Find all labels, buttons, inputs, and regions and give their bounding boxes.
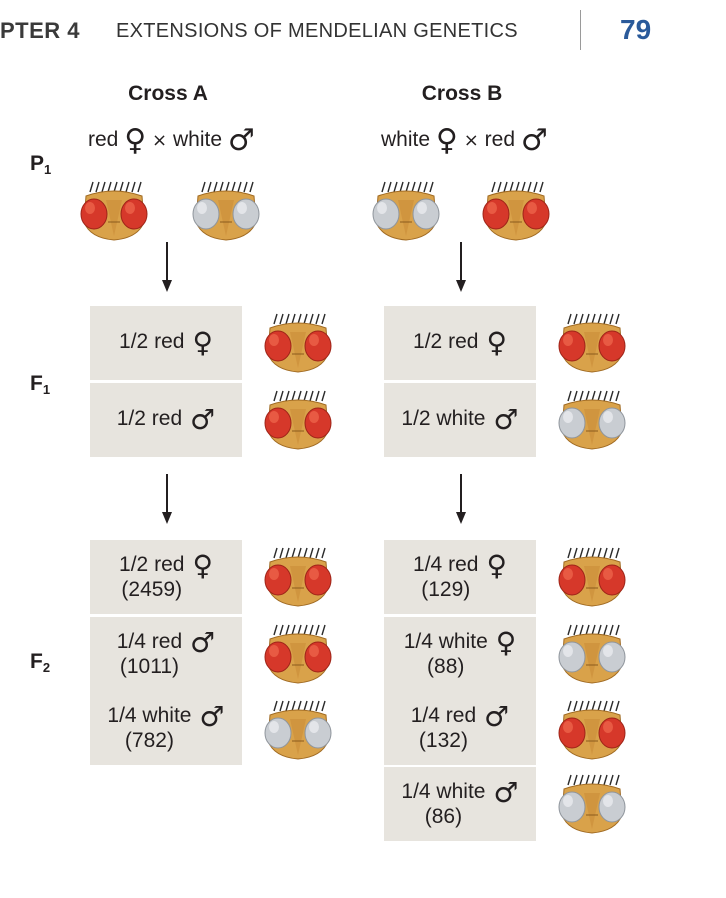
- offspring-count: (132): [418, 729, 468, 752]
- phenotype-ratio: 1/2 red: [119, 330, 185, 353]
- phenotype-ratio: 1/4 red: [116, 630, 183, 653]
- fly-head-red-icon: [262, 387, 334, 451]
- fly-head-red-icon: [556, 544, 628, 608]
- section-title: EXTENSIONS OF MENDELIAN GENETICS: [116, 20, 518, 42]
- phenotype-ratio: 1/4 white: [403, 630, 488, 653]
- chapter-label: PTER 4: [0, 18, 81, 43]
- parent-phenotype: white: [172, 128, 222, 151]
- phenotype-ratio: 1/4 red: [413, 553, 479, 576]
- cross-a-f2-box: 1/4 white(782) ♂: [90, 691, 242, 765]
- offspring-count: (86): [424, 805, 463, 828]
- cross-b-f2-box: 1/4 red(132) ♂: [384, 691, 536, 765]
- fly-head-red-icon: [556, 310, 628, 374]
- male-symbol-icon: ♂: [190, 626, 216, 659]
- cross-b-f2-box: 1/4 white(88) ♀: [384, 617, 536, 691]
- generation-subscript: 2: [42, 660, 51, 675]
- down-arrow-icon: [162, 474, 172, 524]
- female-symbol-icon: ♀: [495, 626, 517, 659]
- cross-a-parents: red ♀ × white ♂: [88, 122, 255, 156]
- offspring-count: (129): [421, 578, 471, 601]
- offspring-count: (2459): [121, 578, 183, 601]
- fly-head-red-icon: [480, 178, 552, 242]
- fly-head-red-icon: [78, 178, 150, 242]
- page-number: 79: [620, 14, 652, 45]
- cross-a-f1-box: 1/2 red ♂: [90, 383, 242, 457]
- header-divider: [580, 10, 581, 50]
- female-symbol-icon: ♀: [124, 123, 147, 158]
- male-symbol-icon: ♂: [493, 776, 519, 809]
- cross-b-f1-box: 1/2 white ♂: [384, 383, 536, 457]
- down-arrow-icon: [456, 242, 466, 292]
- generation-letter: P: [30, 152, 45, 175]
- generation-subscript: 1: [42, 382, 51, 397]
- male-symbol-icon: ♂: [484, 700, 510, 733]
- offspring-count: (88): [427, 655, 465, 678]
- female-symbol-icon: ♀: [192, 549, 213, 582]
- phenotype-ratio: 1/4 white: [401, 780, 486, 803]
- cross-b-f2-box: 1/4 red(129) ♀: [384, 540, 536, 614]
- generation-label-p1: P1: [30, 152, 51, 177]
- fly-head-white-icon: [370, 178, 442, 242]
- generation-subscript: 1: [44, 162, 52, 177]
- cross-b-parents: white ♀ × red ♂: [381, 122, 548, 156]
- female-symbol-icon: ♀: [486, 326, 507, 359]
- phenotype-ratio: 1/4 white: [107, 704, 192, 727]
- fly-head-white-icon: [190, 178, 262, 242]
- generation-letter: F: [30, 650, 43, 673]
- generation-label-f1: F1: [30, 372, 50, 397]
- fly-head-white-icon: [556, 771, 628, 835]
- cross-a-f2-box: 1/4 red(1011) ♂: [90, 617, 242, 691]
- phenotype-ratio: 1/2 red: [119, 553, 185, 576]
- female-symbol-icon: ♀: [435, 123, 458, 158]
- female-symbol-icon: ♀: [192, 326, 213, 359]
- parent-phenotype: white: [381, 128, 431, 151]
- fly-head-white-icon: [556, 387, 628, 451]
- cross-b-f2-box: 1/4 white(86) ♂: [384, 767, 536, 841]
- fly-head-red-icon: [556, 697, 628, 761]
- fly-head-red-icon: [262, 621, 334, 685]
- generation-label-f2: F2: [30, 650, 50, 675]
- cross-a-f2-box: 1/2 red(2459) ♀: [90, 540, 242, 614]
- down-arrow-icon: [162, 242, 172, 292]
- male-symbol-icon: ♂: [520, 123, 548, 158]
- male-symbol-icon: ♂: [227, 123, 255, 158]
- fly-head-red-icon: [262, 310, 334, 374]
- phenotype-ratio: 1/2 red: [413, 330, 479, 353]
- generation-letter: F: [30, 372, 43, 395]
- fly-head-red-icon: [262, 544, 334, 608]
- phenotype-ratio: 1/2 white: [401, 407, 486, 430]
- phenotype-ratio: 1/4 red: [410, 704, 477, 727]
- female-symbol-icon: ♀: [486, 549, 507, 582]
- fly-head-white-icon: [556, 621, 628, 685]
- cross-symbol-icon: ×: [463, 130, 479, 151]
- parent-phenotype: red: [484, 128, 515, 151]
- offspring-count: (1011): [119, 655, 180, 678]
- down-arrow-icon: [456, 474, 466, 524]
- male-symbol-icon: ♂: [493, 403, 519, 436]
- male-symbol-icon: ♂: [199, 700, 225, 733]
- cross-b-title: Cross B: [421, 82, 503, 105]
- male-symbol-icon: ♂: [190, 403, 216, 436]
- fly-head-white-icon: [262, 697, 334, 761]
- parent-phenotype: red: [88, 128, 119, 151]
- cross-a-title: Cross A: [128, 82, 208, 105]
- cross-symbol-icon: ×: [152, 130, 168, 151]
- cross-b-f1-box: 1/2 red ♀: [384, 306, 536, 380]
- cross-a-f1-box: 1/2 red ♀: [90, 306, 242, 380]
- phenotype-ratio: 1/2 red: [116, 407, 183, 430]
- offspring-count: (782): [124, 729, 174, 752]
